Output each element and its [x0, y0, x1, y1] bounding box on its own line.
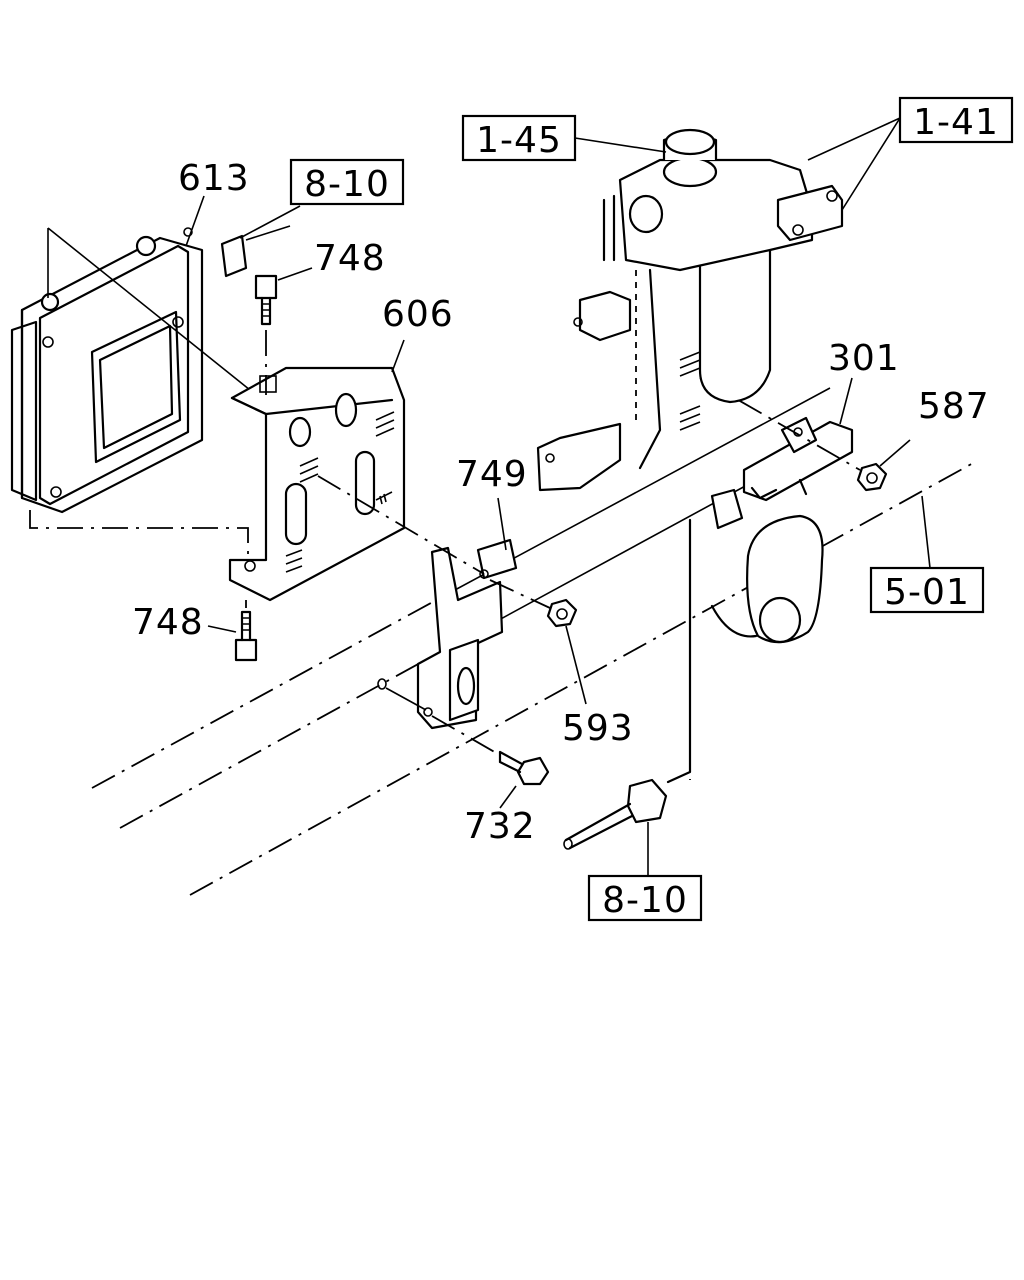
harness-bracket-301 — [710, 416, 854, 530]
part-number-301: 301 — [828, 338, 900, 379]
nut-593 — [489, 579, 578, 628]
ecu-controller-613 — [10, 227, 204, 514]
connector-top — [220, 225, 291, 278]
ref-label-1-45: 1-45 — [476, 120, 562, 161]
part-number-613: 613 — [178, 158, 250, 199]
ref-box-5-01: 5-01 — [869, 566, 985, 614]
cross-member — [710, 514, 824, 644]
bolt-line-749 — [317, 475, 485, 575]
bracket-749 — [377, 538, 518, 730]
bolt-line-301 — [699, 377, 861, 471]
ref-box-8-10-top: 8-10 — [289, 158, 405, 206]
ref-box-8-10-bottom: 8-10 — [587, 874, 703, 922]
part-number-593: 593 — [562, 708, 634, 749]
bolt-732 — [431, 715, 550, 786]
part-number-587: 587 — [918, 386, 990, 427]
screw-748-top — [254, 274, 278, 395]
dryer-assembly — [536, 128, 844, 492]
ref-box-1-45: 1-45 — [461, 114, 577, 162]
bracket-606 — [228, 366, 406, 602]
ref-label-8-10-top: 8-10 — [304, 164, 390, 205]
ref-label-5-01: 5-01 — [884, 572, 970, 613]
ref-label-8-10-bottom: 8-10 — [602, 880, 688, 921]
sensor-bottom — [563, 518, 692, 850]
ecu-mount-line — [29, 510, 249, 560]
ref-label-1-41: 1-41 — [913, 102, 999, 143]
part-number-749: 749 — [456, 454, 528, 495]
part-number-732: 732 — [464, 806, 536, 847]
leader-lines — [185, 117, 931, 876]
ref-box-1-41: 1-41 — [898, 96, 1014, 144]
screw-748-bottom — [234, 600, 258, 662]
ecu-leader — [47, 227, 261, 399]
nut-587 — [856, 462, 888, 492]
part-number-748-bottom: 748 — [132, 602, 204, 643]
part-number-606: 606 — [382, 294, 454, 335]
part-number-748-top: 748 — [314, 238, 386, 279]
